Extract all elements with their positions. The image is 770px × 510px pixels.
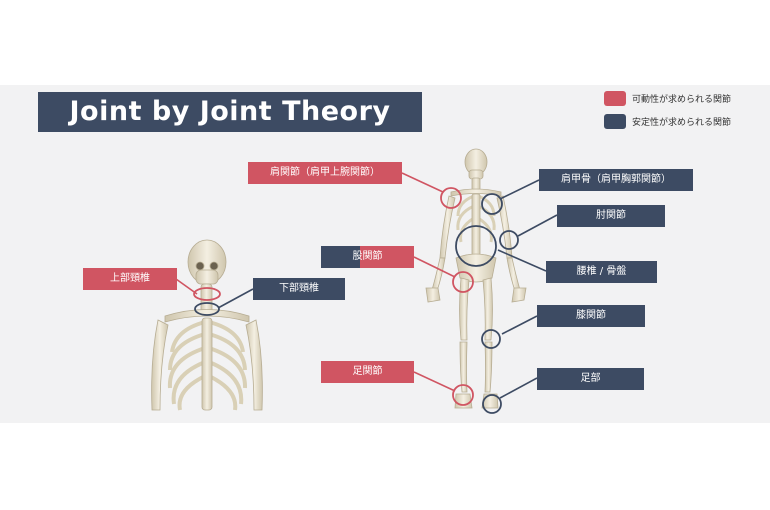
right-hand bbox=[511, 287, 527, 303]
connector-shoulder bbox=[401, 172, 444, 193]
connector-lower-cervical bbox=[217, 288, 254, 309]
right-tibia bbox=[484, 341, 493, 393]
jaw bbox=[195, 269, 219, 285]
label-foot: 足部 bbox=[537, 368, 644, 390]
connector-upper-cervical bbox=[175, 278, 198, 295]
legend-label-stability: 安定性が求められる関節 bbox=[632, 118, 732, 128]
lower-cervical-marker bbox=[194, 302, 220, 316]
label-scapula: 肩甲骨（肩甲胸郭関節） bbox=[539, 169, 693, 191]
label-knee: 膝関節 bbox=[537, 305, 645, 327]
connector-ankle bbox=[413, 371, 456, 392]
ankle-marker bbox=[452, 384, 474, 406]
label-elbow: 肘関節 bbox=[557, 205, 665, 227]
connector-foot bbox=[499, 377, 538, 399]
sternum bbox=[201, 317, 213, 411]
shoulder-marker bbox=[440, 187, 462, 209]
label-lower-cervical: 下部頸椎 bbox=[253, 278, 345, 300]
label-upper-cervical: 上部頸椎 bbox=[83, 268, 177, 290]
right-upper-arm bbox=[245, 319, 263, 411]
spine bbox=[471, 193, 481, 265]
connector-scapula bbox=[499, 179, 540, 200]
knee-marker bbox=[481, 329, 501, 349]
legend-swatch-mobility bbox=[604, 91, 626, 106]
label-hip: 股関節 bbox=[321, 246, 414, 268]
right-femur bbox=[482, 277, 493, 341]
elbow-marker bbox=[499, 230, 519, 250]
label-shoulder: 肩関節（肩甲上腕関節） bbox=[248, 162, 402, 184]
full-body-skeleton bbox=[425, 148, 527, 409]
legend-swatch-stability bbox=[604, 114, 626, 129]
ribcage bbox=[167, 320, 248, 411]
left-upper-arm bbox=[151, 319, 169, 411]
label-lumbar-pelvis: 腰椎 / 骨盤 bbox=[546, 261, 657, 283]
foot-marker bbox=[482, 394, 502, 414]
hip-marker bbox=[452, 271, 474, 293]
left-femur bbox=[459, 277, 470, 341]
left-arm-upper bbox=[439, 195, 456, 259]
left-forearm bbox=[431, 257, 446, 292]
scapula-marker bbox=[481, 193, 503, 215]
upper-torso-skeleton bbox=[151, 239, 263, 411]
connector-lumbar bbox=[497, 249, 547, 272]
left-foot bbox=[454, 393, 473, 409]
pelvis bbox=[455, 253, 497, 283]
lumbar-pelvis-marker bbox=[455, 225, 497, 267]
connector-elbow bbox=[517, 214, 558, 237]
left-tibia bbox=[459, 341, 468, 393]
connector-hip bbox=[413, 256, 456, 278]
upper-cervical-marker bbox=[193, 287, 221, 301]
connector-knee bbox=[501, 315, 538, 335]
label-ankle: 足関節 bbox=[321, 361, 414, 383]
right-forearm bbox=[506, 257, 521, 292]
diagram-title: Joint by Joint Theory bbox=[38, 92, 422, 132]
left-hand bbox=[425, 287, 441, 303]
legend-label-mobility: 可動性が求められる関節 bbox=[632, 95, 732, 105]
